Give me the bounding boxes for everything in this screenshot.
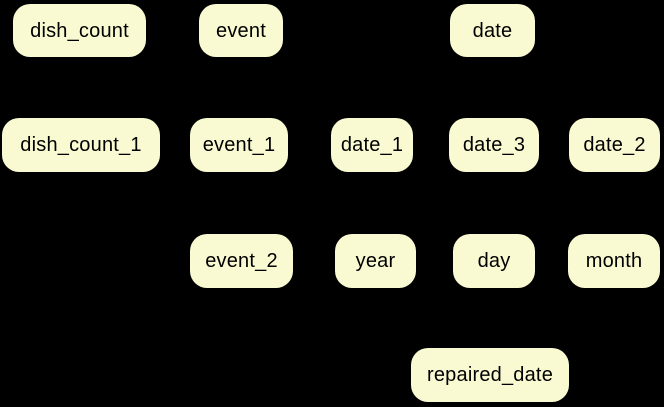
node-event: event xyxy=(199,4,283,57)
node-month: month xyxy=(568,234,660,288)
node-event_1: event_1 xyxy=(190,118,288,172)
node-dish_count_1: dish_count_1 xyxy=(2,118,160,172)
node-date: date xyxy=(450,4,535,57)
node-date_2: date_2 xyxy=(569,118,660,172)
node-date_1: date_1 xyxy=(331,118,413,172)
node-year: year xyxy=(335,234,416,288)
node-date_3: date_3 xyxy=(449,118,539,172)
node-event_2: event_2 xyxy=(190,234,293,288)
node-repaired_date: repaired_date xyxy=(411,348,569,402)
node-day: day xyxy=(453,234,535,288)
node-dish_count: dish_count xyxy=(13,4,146,57)
